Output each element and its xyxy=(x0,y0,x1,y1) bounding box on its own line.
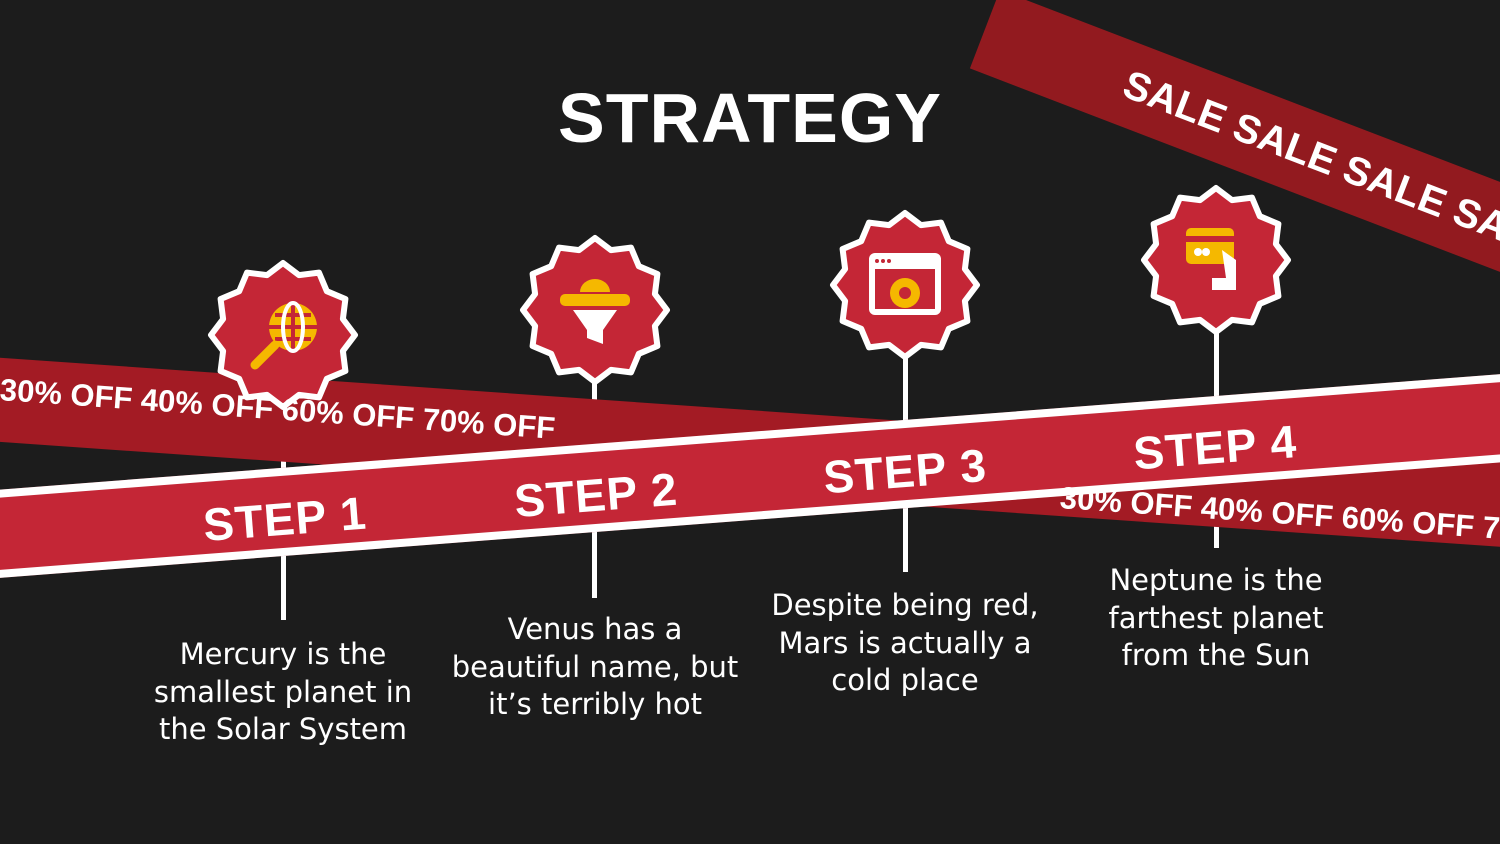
step-1-description: Mercury is the smallest planet in the So… xyxy=(153,637,413,746)
step-4-description: Neptune is the farthest planet from the … xyxy=(1108,563,1324,672)
step-2-label: STEP 2 xyxy=(512,462,680,528)
step-1-badge xyxy=(208,260,358,410)
step-2-description: Venus has a beautiful name, but it’s ter… xyxy=(451,612,739,721)
step-1-label: STEP 1 xyxy=(201,486,369,552)
card-payment-icon xyxy=(1186,228,1236,290)
funnel-icon xyxy=(560,279,630,344)
slide-title: STRATEGY xyxy=(558,79,942,157)
step-4-label: STEP 4 xyxy=(1131,415,1299,480)
step-4-badge xyxy=(1141,185,1291,335)
step-3-description: Despite being red, Mars is actually a co… xyxy=(771,588,1039,697)
step-3-badge xyxy=(830,210,980,360)
step-3-label: STEP 3 xyxy=(821,438,989,504)
globe-search-icon xyxy=(250,301,317,370)
step-2-badge xyxy=(520,235,670,385)
browser-gear-icon xyxy=(869,253,941,315)
